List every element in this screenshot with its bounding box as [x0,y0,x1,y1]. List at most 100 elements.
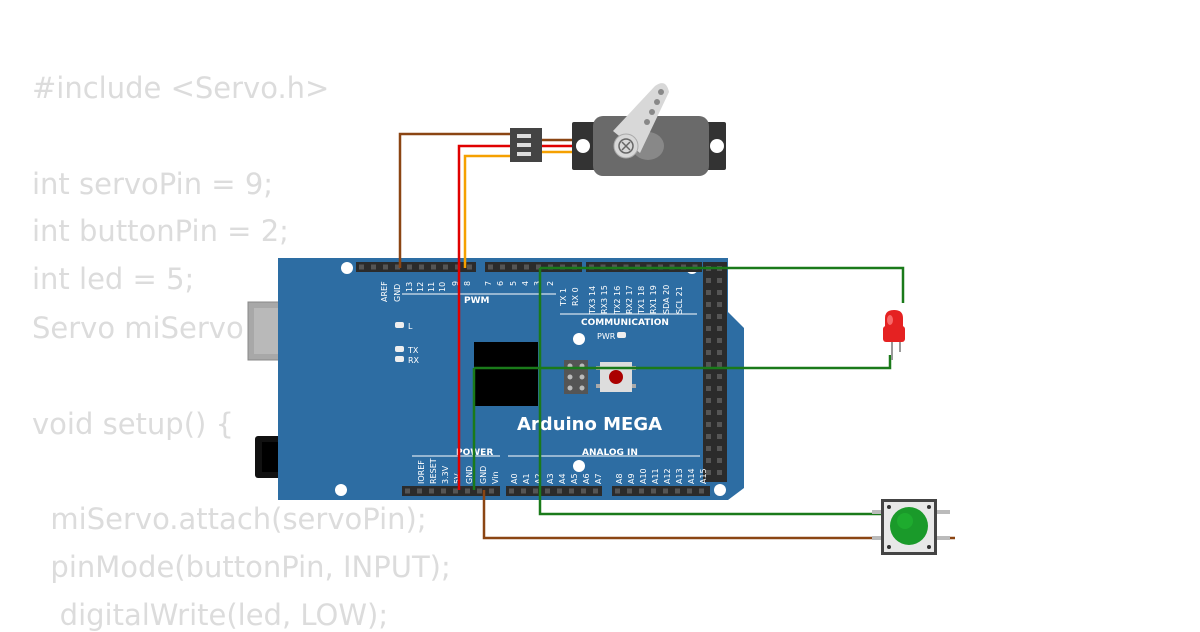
pin-label: 4 [521,281,530,286]
code-line-attach: miServo.attach(servoPin); [32,502,427,536]
top-header-left [356,262,476,272]
pin-label: A10 [639,468,648,484]
header-pin-hole [407,264,412,270]
pin-label: Vin [491,471,500,484]
header-pin-hole [717,422,722,427]
header-pin-hole [717,374,722,379]
header-pin-hole [545,488,550,494]
header-pin-hole [453,488,458,494]
code-line-servo-pin: int servoPin = 9; [32,167,274,201]
pin-label: A0 [510,473,519,484]
header-pin-hole [455,264,460,270]
header-pin-holes [359,264,722,494]
pin-label: A2 [534,473,543,484]
pin-label: 5V [453,473,462,484]
servo-motor [572,83,726,176]
header-pin-hole [717,410,722,415]
header-pin-hole [371,264,376,270]
header-pin-hole [706,422,711,427]
pin-label: A5 [570,473,579,484]
l-led-label: L [408,322,413,331]
header-pin-hole [717,314,722,319]
communication-label: COMMUNICATION [581,318,669,328]
pin-label: A8 [615,473,624,484]
header-pin-hole [717,302,722,307]
wire-brown-gnd [398,132,512,268]
pin-label: 11 [427,282,436,292]
pin-label: 2 [546,281,555,286]
header-pin-hole [405,488,410,494]
header-pin-hole [717,278,722,283]
bottom-header-power [402,486,500,496]
header-pin-hole [706,278,711,283]
header-pin-hole [465,488,470,494]
rx-led [395,356,404,362]
pin-label: TX2 16 [613,286,622,315]
header-pin-hole [706,314,711,319]
header-pin-hole [663,488,668,494]
header-pin-hole [488,264,493,270]
header-pin-hole [717,350,722,355]
pin-label: GND [465,466,474,484]
header-pin-hole [509,488,514,494]
header-pin-hole [615,488,620,494]
pin-label: TX 1 [559,288,568,307]
code-line-button-pin: int buttonPin = 2; [32,214,289,248]
code-line-digitalwrite: digitalWrite(led, LOW); [32,598,389,632]
header-pin-hole [431,264,436,270]
right-header [703,262,727,482]
header-pin-hole [536,264,541,270]
tx-led [395,346,404,352]
pin-label: A14 [687,468,696,484]
microcontroller-chip [474,342,538,406]
pin-label: GND [479,466,488,484]
header-pin-hole [706,434,711,439]
pin-label: GND [393,284,402,302]
header-pin-hole [717,458,722,463]
header-pin-hole [443,264,448,270]
header-pin-hole [557,488,562,494]
header-pin-hole [717,362,722,367]
header-pin-hole [395,264,400,270]
wire-green-button [538,268,885,516]
wire-orange-pin9 [463,154,512,268]
header-pin-hole [687,488,692,494]
green-wires [472,266,905,516]
header-pin-hole [675,488,680,494]
header-pin-hole [706,302,711,307]
pin-label: 7 [484,281,493,286]
header-pin-hole [627,488,632,494]
pin-label: A3 [546,473,555,484]
wire-green-top [540,266,905,303]
pin-label: A7 [594,473,603,484]
header-pin-hole [717,434,722,439]
pin-label: 8 [463,281,472,286]
pin-label: RX 0 [571,287,580,306]
header-pin-hole [706,362,711,367]
header-pin-hole [524,264,529,270]
header-pin-hole [706,338,711,343]
pin-label: A6 [582,473,591,484]
header-pin-hole [706,410,711,415]
pwr-label: PWR [597,332,616,341]
icsp-header [564,360,588,394]
push-button[interactable] [872,499,950,555]
header-pin-hole [717,470,722,475]
header-pin-hole [706,458,711,463]
code-line-include: #include <Servo.h> [32,71,330,105]
header-pin-hole [500,264,505,270]
reset-button[interactable] [596,362,636,392]
header-pin-hole [477,488,482,494]
mounting-hole [573,460,585,472]
pin-label: RX2 17 [625,285,634,314]
header-pin-hole [441,488,446,494]
top-header-mid [485,262,582,272]
header-pin-hole [512,264,517,270]
pin-label: 13 [405,282,414,292]
pin-label: A12 [663,468,672,484]
pin-label: AREF [380,281,389,302]
header-pin-hole [706,374,711,379]
header-pin-hole [359,264,364,270]
header-pin-hole [521,488,526,494]
